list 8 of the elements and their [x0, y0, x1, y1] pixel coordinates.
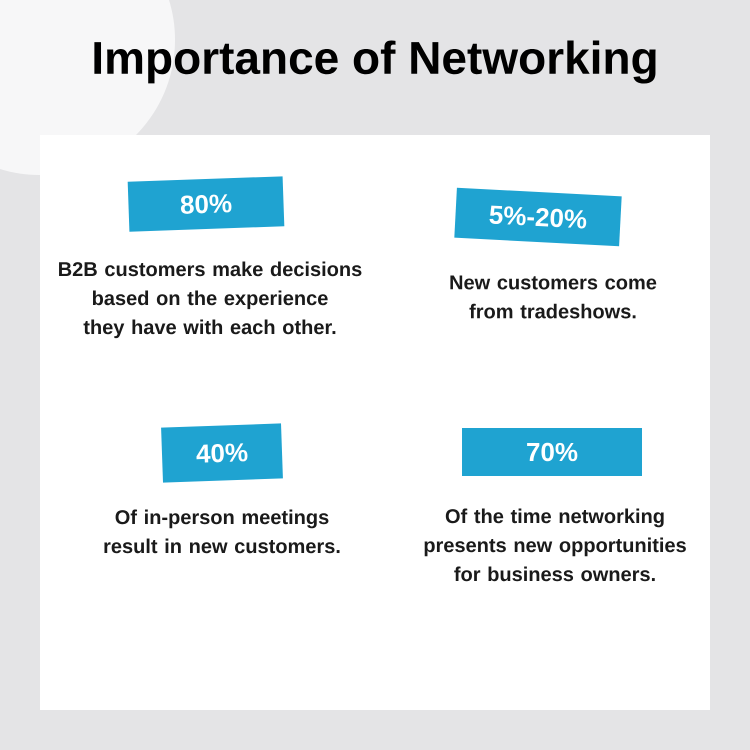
stat-description: B2B customers make decisions based on the experience they have with each other.: [59, 262, 362, 338]
stat-description: Of in-person meetings result in new customers.: [104, 510, 340, 554]
stat-description: Of the time networking presents new opportunities for business owners.: [424, 508, 686, 582]
title: Importance of Networking: [94, 40, 656, 84]
stat-description: New customers come from tradeshows.: [450, 276, 656, 318]
stat-box: 70%: [462, 428, 642, 476]
stat-box: 5%-20%: [454, 188, 622, 246]
stat-box: 80%: [128, 176, 284, 232]
